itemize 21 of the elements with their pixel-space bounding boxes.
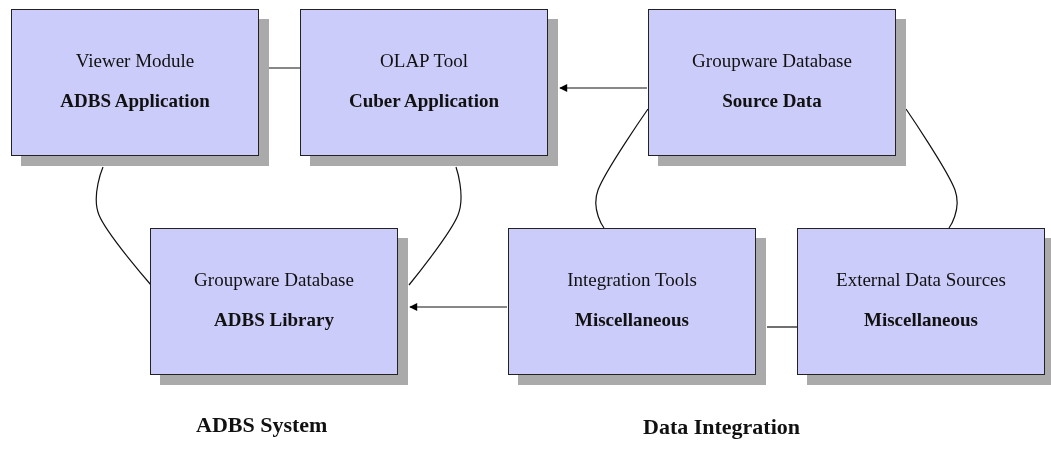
arrow bbox=[409, 303, 508, 311]
node-title: Viewer Module bbox=[74, 50, 196, 72]
section-label: ADBS System bbox=[196, 412, 328, 438]
node-subtitle: Miscellaneous bbox=[863, 309, 979, 331]
connector-line bbox=[905, 108, 958, 229]
connector-line bbox=[766, 326, 798, 328]
node-title: Integration Tools bbox=[566, 269, 698, 291]
arrow bbox=[559, 84, 648, 92]
node-subtitle: ADBS Library bbox=[213, 309, 335, 331]
node-subtitle: Cuber Application bbox=[347, 90, 501, 112]
node-title: Groupware Database bbox=[193, 269, 355, 291]
node-title: External Data Sources bbox=[835, 269, 1007, 291]
section-label: Data Integration bbox=[643, 414, 801, 440]
node-title: Groupware Database bbox=[691, 50, 853, 72]
connector-line bbox=[595, 108, 649, 229]
node-title: OLAP Tool bbox=[379, 50, 469, 72]
connector-line bbox=[408, 166, 462, 286]
node-subtitle: Miscellaneous bbox=[574, 309, 690, 331]
connector-line bbox=[95, 166, 152, 286]
node-subtitle: ADBS Application bbox=[59, 90, 211, 112]
node-subtitle: Source Data bbox=[721, 90, 823, 112]
